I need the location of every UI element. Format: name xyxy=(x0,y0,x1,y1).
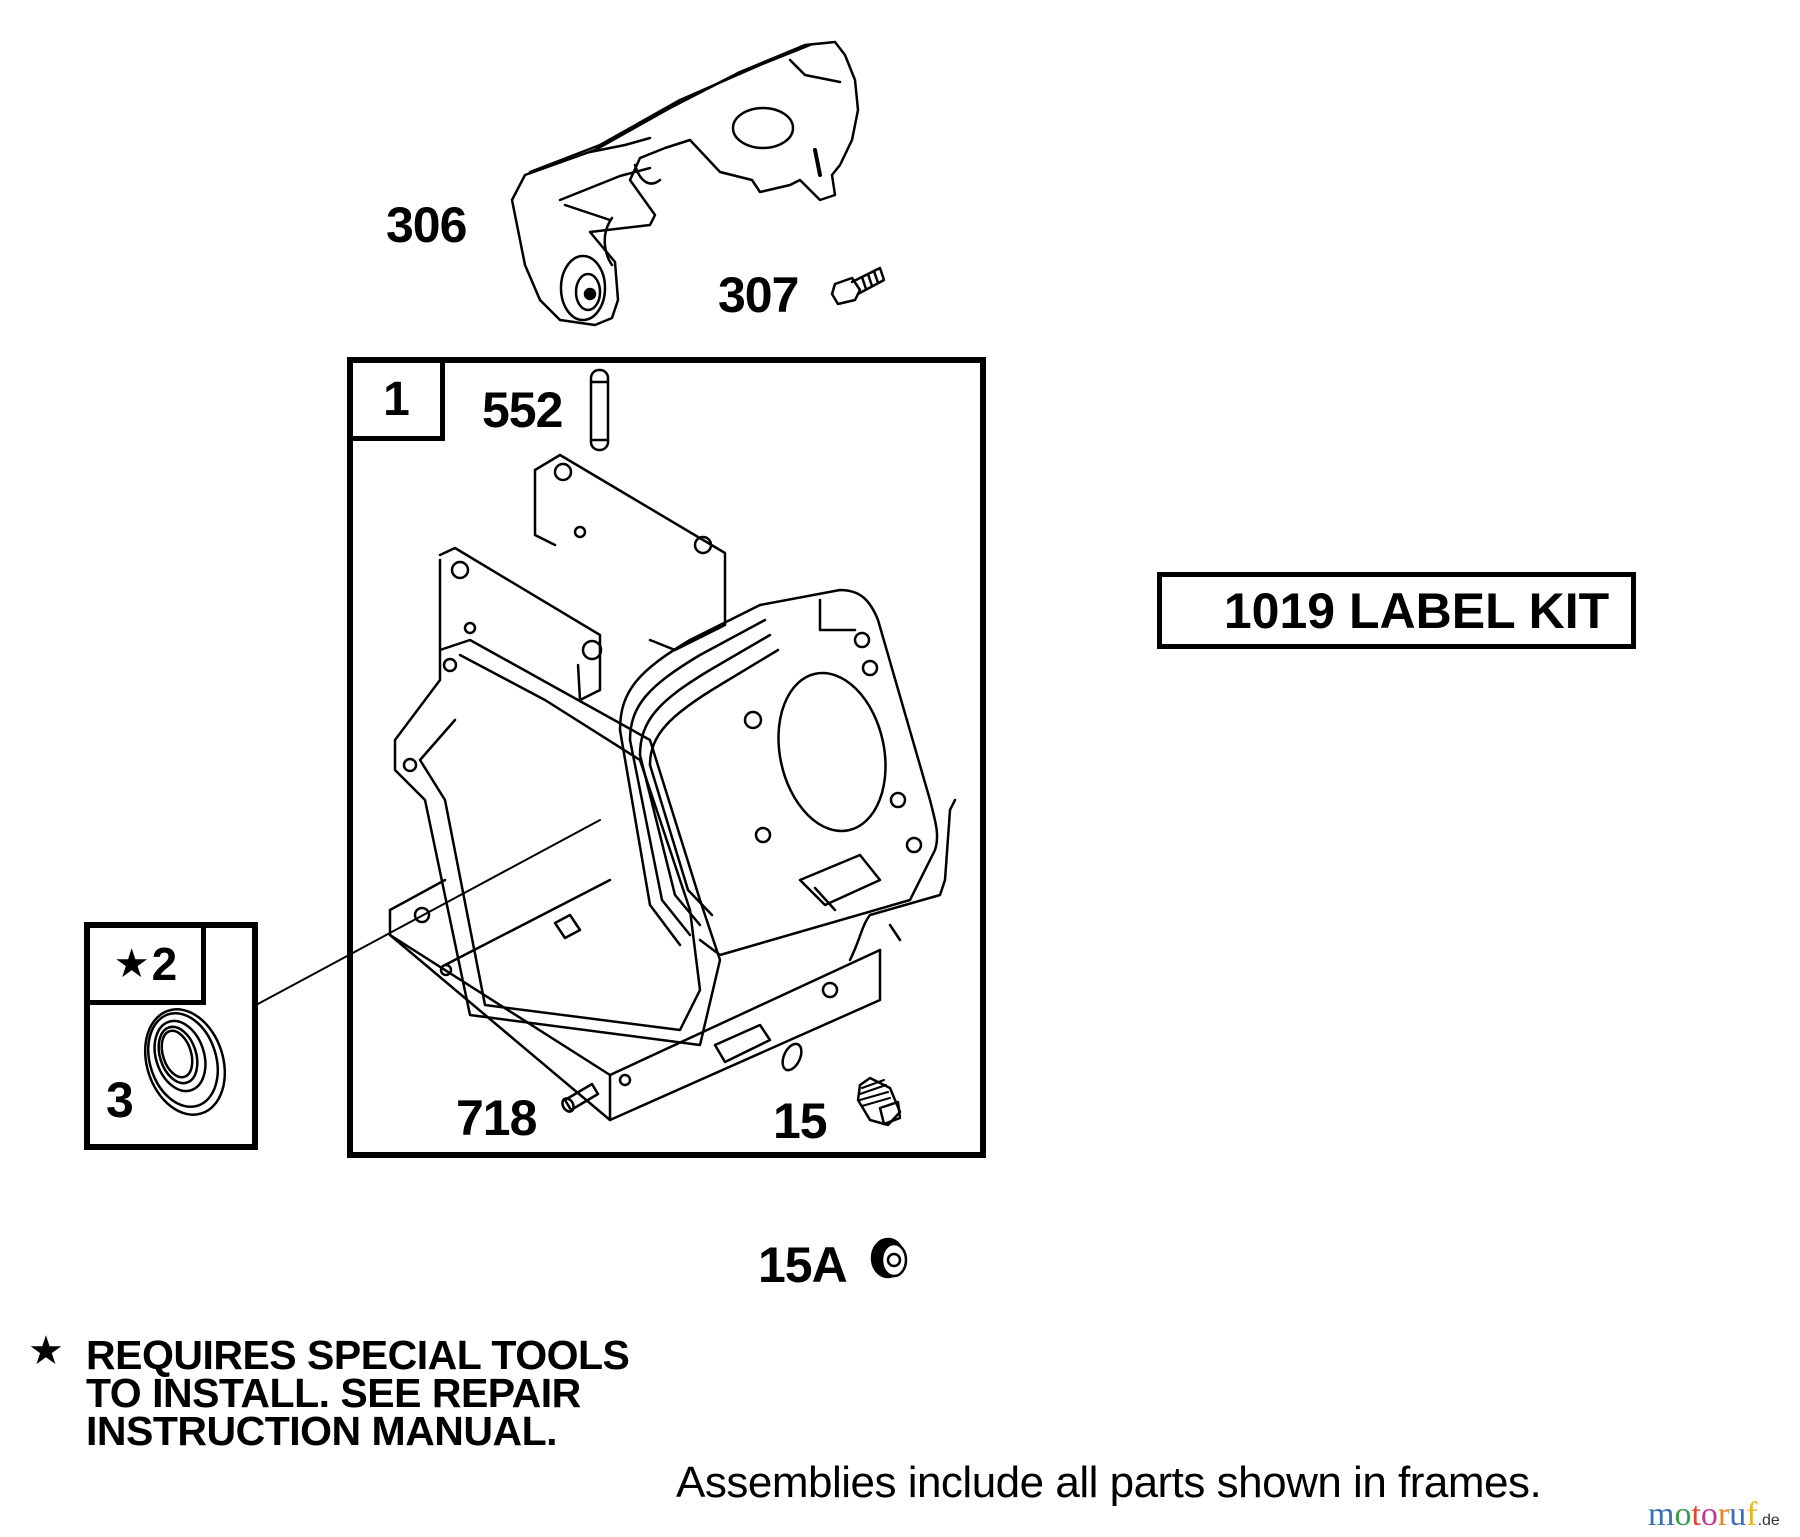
callout-15: 15 xyxy=(773,1093,828,1149)
note-line-1: REQUIRES SPECIAL TOOLS xyxy=(86,1332,630,1378)
callout-718: 718 xyxy=(456,1090,537,1146)
part-306-cover-drawing xyxy=(512,42,858,325)
wm-letter: u xyxy=(1729,1496,1747,1533)
assembly-frame-1: 1 xyxy=(347,357,986,1158)
wm-letter: t xyxy=(1691,1496,1701,1533)
part-15a-plug-drawing xyxy=(872,1239,906,1277)
part-15-plug-drawing xyxy=(858,1078,900,1125)
callout-306: 306 xyxy=(386,197,467,253)
special-tools-note: ★ REQUIRES SPECIAL TOOLS TO INSTALL. SEE… xyxy=(28,1331,630,1454)
part-552-pin-drawing xyxy=(591,370,608,450)
wm-letter: f xyxy=(1746,1496,1758,1533)
leader-line xyxy=(256,820,600,1005)
assemblies-footer-note: Assemblies include all parts shown in fr… xyxy=(676,1458,1542,1507)
frame-2-label-tab: ★ 2 xyxy=(90,928,206,1005)
callout-307: 307 xyxy=(718,267,799,323)
frame-1-label-tab: 1 xyxy=(353,363,445,441)
label-kit-text: 1019 LABEL KIT xyxy=(1223,582,1610,639)
part-307-screw-drawing xyxy=(832,268,884,304)
part-718-pin-drawing xyxy=(560,1084,598,1114)
label-kit-box: 1019 LABEL KIT xyxy=(1157,572,1636,649)
cylinder-block-drawing xyxy=(390,455,955,1120)
frame-2-number: 2 xyxy=(151,938,178,990)
assembly-frame-2: ★ 2 xyxy=(84,922,258,1150)
star-icon: ★ xyxy=(113,942,150,986)
wm-letter: o xyxy=(1700,1496,1718,1533)
part-3-seal-drawing xyxy=(132,999,238,1125)
callout-3: 3 xyxy=(106,1072,134,1128)
wm-suffix: .de xyxy=(1757,1512,1780,1529)
wm-letter: r xyxy=(1717,1496,1730,1533)
callout-552: 552 xyxy=(482,382,563,438)
motoruf-watermark-logo: motoruf.de xyxy=(1648,1496,1780,1534)
wm-letter: m xyxy=(1648,1496,1675,1533)
wm-letter: o xyxy=(1674,1496,1692,1533)
frame-1-number: 1 xyxy=(383,373,410,426)
note-line-2: TO INSTALL. SEE REPAIR xyxy=(86,1370,581,1416)
note-line-3: INSTRUCTION MANUAL. xyxy=(86,1408,558,1454)
star-icon: ★ xyxy=(28,1329,64,1373)
callout-15a: 15A xyxy=(758,1237,848,1293)
